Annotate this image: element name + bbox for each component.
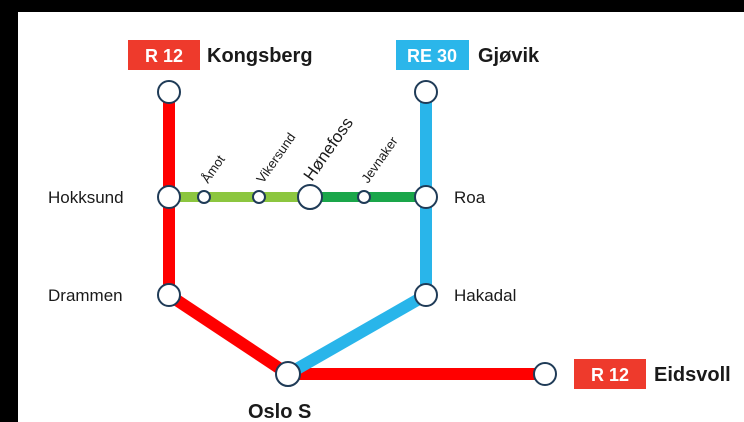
label-hakadal: Hakadal [454,286,516,305]
route-destination-kongsberg: Kongsberg [207,45,313,67]
label-roa: Roa [454,188,486,207]
lines [163,92,545,380]
r12-line-kongsberg-oslo [163,92,292,379]
station-jevnaker[interactable] [357,190,371,204]
badge-r12-right-code: R 12 [591,365,629,385]
station-kongsberg[interactable] [157,80,181,104]
route-badge-r12-eidsvoll: R 12 Eidsvoll [574,359,731,389]
route-map-canvas: Hokksund Drammen Roa Hakadal Oslo S Åmot… [18,12,744,422]
station-eidsvoll[interactable] [533,362,557,386]
station-roa[interactable] [414,185,438,209]
label-hokksund: Hokksund [48,188,124,207]
station-vikersund[interactable] [252,190,266,204]
station-gjovik[interactable] [414,80,438,104]
re30-line-gjovik-oslo [285,92,432,380]
label-amot: Åmot [198,152,228,186]
station-hakadal[interactable] [414,283,438,307]
label-vikersund: Vikersund [253,130,298,186]
route-destination-gjovik: Gjøvik [478,45,540,67]
badge-r12-top [128,40,200,70]
station-honefoss[interactable] [297,184,323,210]
stations [157,80,557,387]
route-badge-re30-gjovik: RE 30 Gjøvik [396,40,540,70]
label-jevnaker: Jevnaker [358,133,401,185]
station-hokksund[interactable] [157,185,181,209]
badge-re30-top-code: RE 30 [407,46,457,66]
station-drammen[interactable] [157,283,181,307]
label-drammen: Drammen [48,286,123,305]
label-oslo-s: Oslo S [248,401,311,422]
station-amot[interactable] [197,190,211,204]
station-oslo-s[interactable] [275,361,301,387]
badge-r12-right [574,359,646,389]
route-destination-eidsvoll: Eidsvoll [654,364,731,386]
label-honefoss: Hønefoss [300,114,357,184]
badge-r12-top-code: R 12 [145,46,183,66]
route-badge-r12-kongsberg: R 12 Kongsberg [128,40,313,70]
route-map: Hokksund Drammen Roa Hakadal Oslo S Åmot… [48,40,731,422]
badge-re30-top [396,40,469,70]
